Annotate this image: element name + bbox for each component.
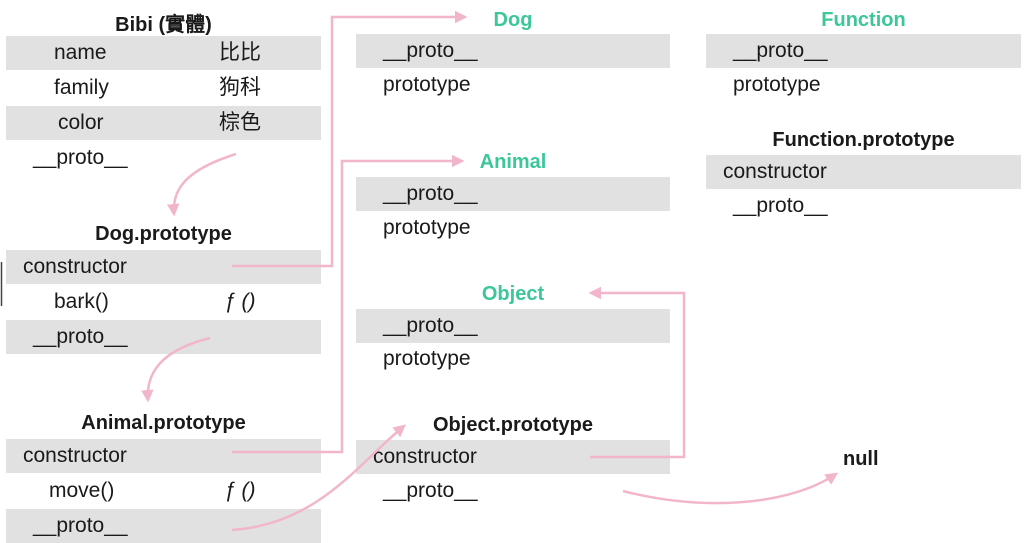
animal-prototype-title: Animal.prototype (81, 412, 246, 434)
arrow-dog-prototype-proto-to-animal-prototype (141, 336, 211, 403)
dog-key-prototype: prototype (383, 73, 471, 96)
object-prototype-key-proto: __proto__ (383, 479, 478, 502)
function-prototype-title: Function.prototype (772, 129, 955, 151)
arrow-animal-prototype-constructor-to-animal (232, 154, 465, 454)
dog-title: Dog (493, 9, 533, 31)
object-row-prototype: prototype (356, 342, 670, 376)
animal-prototype-row-proto: __proto__ (6, 509, 321, 543)
function-key-proto: __proto__ (733, 39, 828, 62)
null-label: null (843, 448, 879, 470)
animal-key-prototype: prototype (383, 216, 471, 239)
arrow-object-prototype-constructor-to-object (588, 286, 686, 459)
dog-key-proto: __proto__ (383, 39, 478, 62)
function-row-prototype: prototype (706, 68, 1021, 102)
animal-prototype-value-move: ƒ () (224, 479, 256, 502)
object-prototype-title: Object.prototype (432, 414, 593, 436)
animal-title: Animal (479, 151, 547, 173)
animal-row-proto: __proto__ (356, 177, 670, 211)
arrow-bibi-proto-to-dog-prototype (166, 152, 237, 217)
object-prototype-key-constructor: constructor (373, 445, 477, 468)
function-row-proto: __proto__ (706, 34, 1021, 68)
animal-prototype-key-move: move() (49, 479, 115, 502)
dog-prototype-value-bark: ƒ () (224, 290, 256, 313)
bibi-row-family: family 狗科 (6, 71, 321, 105)
bibi-row-proto: __proto__ (6, 141, 321, 175)
object-key-proto: __proto__ (383, 314, 478, 337)
function-prototype-key-constructor: constructor (723, 160, 827, 183)
function-prototype-key-proto: __proto__ (733, 194, 828, 217)
animal-row-prototype: prototype (356, 211, 670, 245)
dog-row-prototype: prototype (356, 68, 670, 102)
animal-prototype-key-proto: __proto__ (33, 514, 128, 537)
animal-prototype-row-move: move() ƒ () (6, 474, 321, 508)
dog-prototype-row-bark: bark() ƒ () (6, 285, 321, 319)
bibi-value-name: 比比 (219, 41, 261, 64)
dog-prototype-key-constructor: constructor (23, 255, 127, 278)
dog-prototype-title: Dog.prototype (95, 223, 232, 245)
animal-prototype-key-constructor: constructor (23, 444, 127, 467)
dog-prototype-row-proto: __proto__ (6, 320, 321, 354)
dog-prototype-key-bark: bark() (54, 290, 109, 313)
function-prototype-row-proto: __proto__ (706, 189, 1021, 223)
bibi-key-family: family (54, 76, 109, 99)
bibi-value-color: 棕色 (219, 111, 261, 134)
animal-key-proto: __proto__ (383, 182, 478, 205)
function-prototype-row-constructor: constructor (706, 155, 1021, 189)
bibi-row-color: color 棕色 (6, 106, 321, 140)
bibi-key-proto: __proto__ (33, 146, 128, 169)
object-row-proto: __proto__ (356, 309, 670, 343)
dog-prototype-key-proto: __proto__ (33, 325, 128, 348)
dog-row-proto: __proto__ (356, 34, 670, 68)
function-title: Function (821, 9, 906, 31)
bibi-value-family: 狗科 (219, 76, 261, 99)
animal-prototype-row-constructor: constructor (6, 439, 321, 473)
arrow-object-prototype-proto-to-null (622, 472, 839, 505)
function-key-prototype: prototype (733, 73, 821, 96)
object-prototype-row-proto: __proto__ (356, 474, 670, 508)
arrow-dog-prototype-constructor-to-dog (232, 10, 468, 268)
bibi-key-color: color (58, 111, 104, 134)
object-title: Object (481, 283, 545, 305)
bibi-key-name: name (54, 41, 107, 64)
object-key-prototype: prototype (383, 347, 471, 370)
bibi-title: Bibi (實體) (115, 14, 212, 36)
object-prototype-row-constructor: constructor (356, 440, 670, 474)
arrow-animal-prototype-proto-to-object-prototype (231, 424, 406, 532)
bibi-row-name: name 比比 (6, 36, 321, 70)
